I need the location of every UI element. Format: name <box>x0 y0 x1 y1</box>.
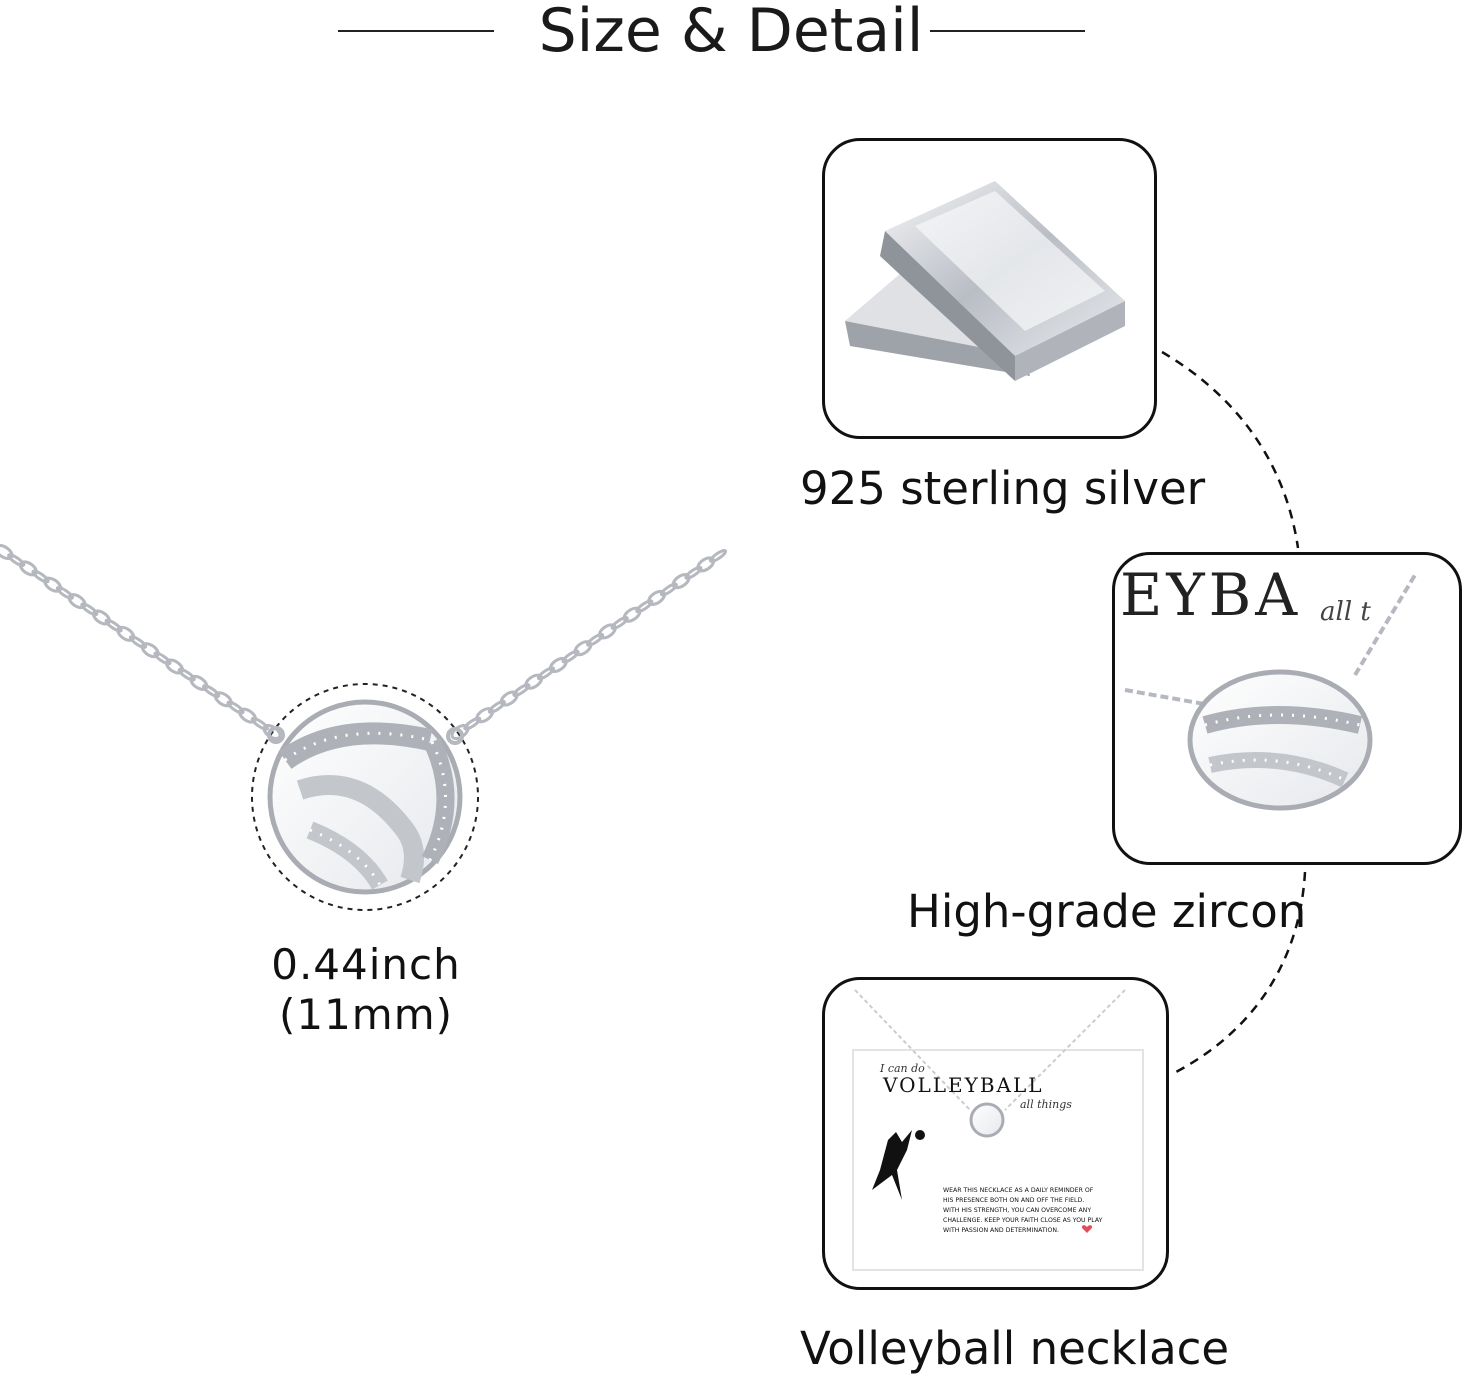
card-message-line-5: WITH PASSION AND DETERMINATION. <box>943 1227 1059 1234</box>
card-message-line-3: WITH HIS STRENGTH, YOU CAN OVERCOME ANY <box>943 1207 1091 1214</box>
feature-label-zircon: High-grade zircon <box>907 885 1307 938</box>
card-word: VOLLEYBALL <box>882 1073 1044 1097</box>
chain-link <box>561 649 580 664</box>
feature-label-necklace: Volleyball necklace <box>800 1322 1230 1375</box>
svg-text:EYBA: EYBA <box>1120 561 1301 629</box>
chain-link <box>55 585 74 600</box>
feature-label-silver: 925 sterling silver <box>800 462 1206 515</box>
chain-link <box>43 576 63 593</box>
chain-link <box>671 573 691 590</box>
chain-link <box>635 599 654 614</box>
size-mm: (11mm) <box>278 990 454 1039</box>
chain-link <box>202 684 221 699</box>
section-title: Size & Detail <box>538 0 924 66</box>
chain-link <box>189 674 209 691</box>
volleyball-pendant <box>267 699 464 895</box>
chain-link <box>177 667 196 682</box>
card-message-line-1: WEAR THIS NECKLACE AS A DAILY REMINDER O… <box>943 1187 1094 1194</box>
chain-link <box>548 656 568 674</box>
chain-link <box>238 707 258 724</box>
chain-link <box>165 658 184 675</box>
size-inch: 0.44inch <box>271 940 461 989</box>
chain-link <box>128 635 148 649</box>
chain-left <box>0 543 282 741</box>
chain-link <box>250 716 269 731</box>
chain-link <box>140 642 160 659</box>
card-message-line-4: CHALLENGE. KEEP YOUR FAITH CLOSE AS YOU … <box>943 1217 1103 1224</box>
chain-link <box>512 683 531 698</box>
silver-bars-icon <box>845 181 1125 381</box>
chain-link <box>226 700 245 715</box>
heart-icon <box>1081 1225 1093 1233</box>
pendant-outline <box>251 683 479 911</box>
card-eyebrow: I can do <box>879 1062 925 1075</box>
zircon-pendant-icon: EYBA all t <box>1120 561 1417 811</box>
chain-link <box>463 716 482 731</box>
chain-link <box>499 690 519 707</box>
chain-right <box>450 549 728 741</box>
chain-link <box>647 589 667 606</box>
chain-link <box>7 553 26 568</box>
chain-link <box>213 691 233 708</box>
zircon-card: EYBA all t <box>1112 552 1462 865</box>
chain-link <box>659 582 678 597</box>
chain-link <box>153 651 172 666</box>
chain-link <box>708 549 728 563</box>
svg-text:all t: all t <box>1320 597 1371 627</box>
chain-link <box>104 618 123 633</box>
card-tail: all things <box>1020 1098 1072 1111</box>
chain-link <box>92 609 111 626</box>
connector-2 <box>1175 871 1307 1074</box>
chain-link <box>610 616 629 630</box>
chain-link <box>524 673 544 690</box>
title-rule-left <box>338 30 494 32</box>
chain-link <box>0 543 14 561</box>
chain-link <box>475 707 495 724</box>
chain-link <box>684 565 703 580</box>
chain-link <box>80 602 99 617</box>
connector-1 <box>1161 350 1300 549</box>
chain-link <box>487 699 506 714</box>
chain-link <box>696 556 716 573</box>
chain-link <box>597 623 617 640</box>
chain-link <box>67 593 87 610</box>
chain-link <box>18 560 38 577</box>
necklace-card-icon: I can do VOLLEYBALL all things WEAR THIS… <box>852 989 1144 1271</box>
silver-card <box>822 138 1157 439</box>
chain-link <box>586 632 605 647</box>
card-message-line-2: HIS PRESENCE BOTH ON AND OFF THE FIELD. <box>943 1197 1084 1204</box>
chain-link <box>573 640 593 657</box>
chain-link <box>31 569 50 584</box>
necklace-card: I can do VOLLEYBALL all things WEAR THIS… <box>822 977 1169 1290</box>
chain-link <box>536 666 556 681</box>
chain-link <box>116 625 136 642</box>
title-rule-right <box>930 30 1085 32</box>
pendant-size-label: 0.44inch (11mm) <box>206 940 526 1040</box>
chain-link <box>622 606 642 623</box>
